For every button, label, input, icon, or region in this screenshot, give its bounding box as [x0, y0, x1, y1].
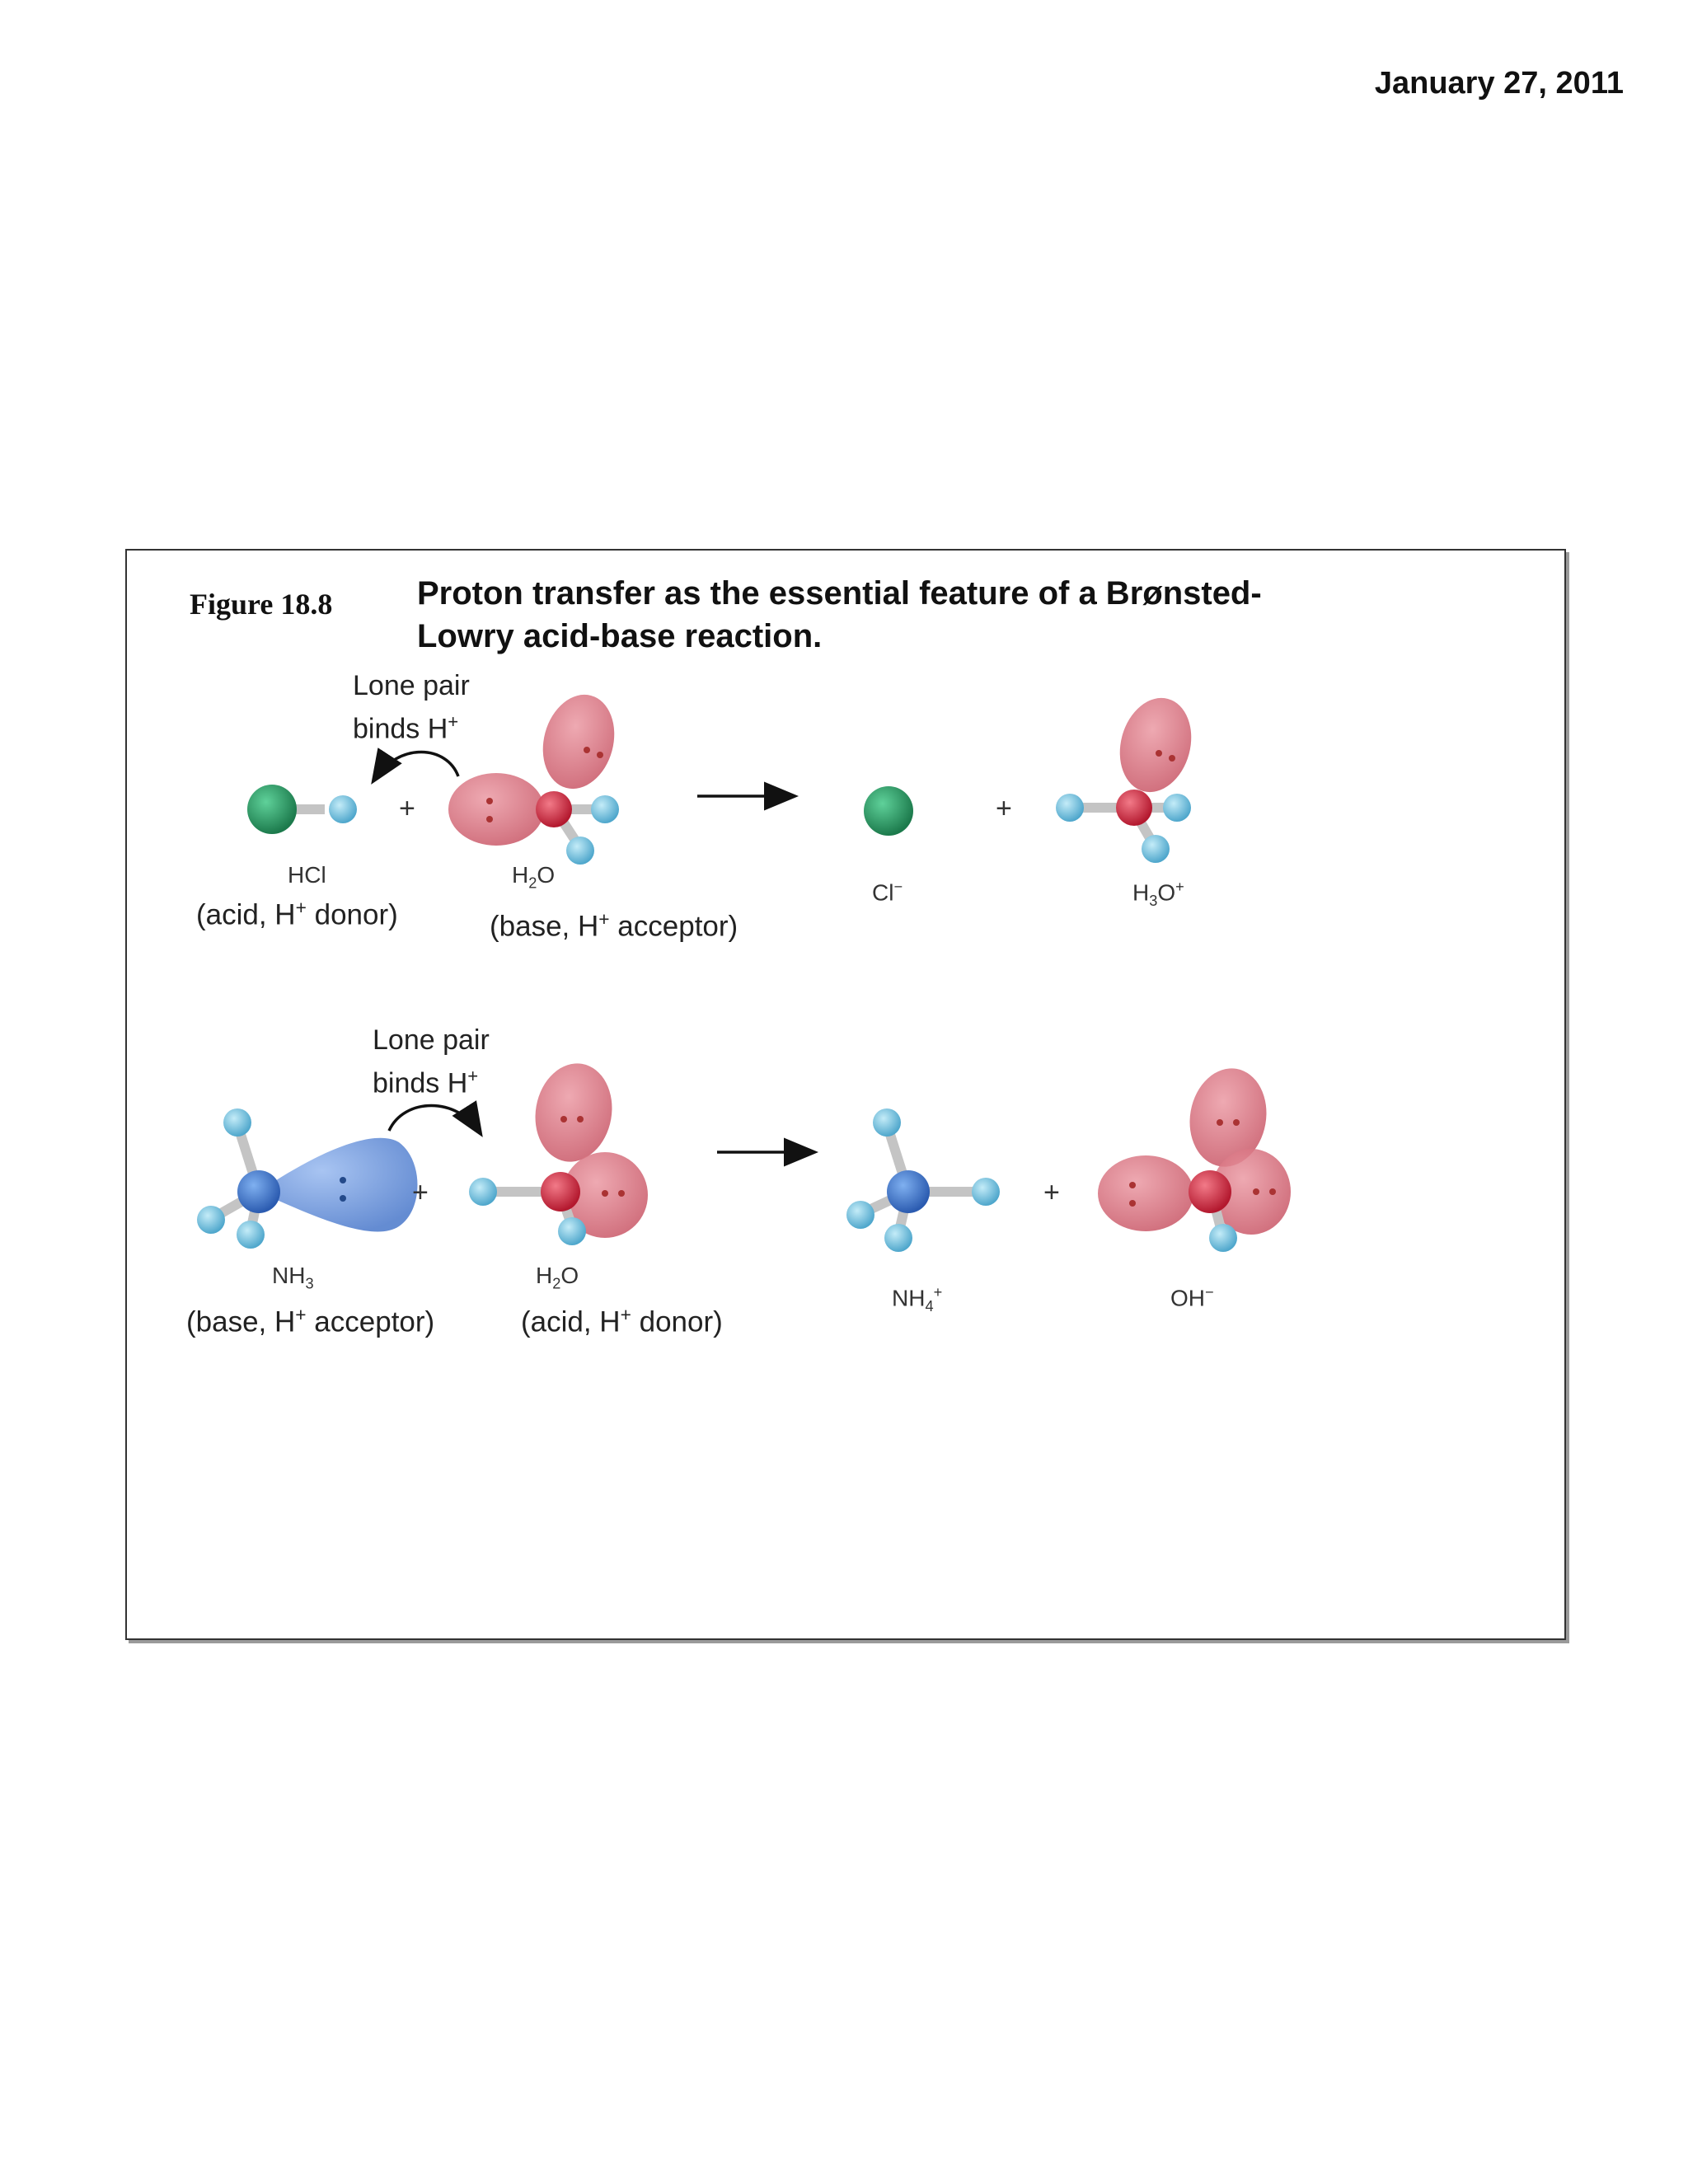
lone-pair-lobe	[448, 773, 544, 846]
figure-title-line-1: Proton transfer as the essential feature…	[417, 575, 1262, 612]
chloride-formula: Cl−	[872, 879, 903, 906]
hcl-role: (acid, H+ donor)	[196, 897, 398, 931]
hydroxide-ion	[1098, 1068, 1291, 1252]
water-base-role: (base, H+ acceptor)	[490, 908, 738, 943]
hydrogen-atom	[1163, 794, 1191, 822]
hydrogen-atom	[197, 1206, 225, 1234]
oxygen-atom	[536, 791, 572, 827]
lone-pair-note-line-2: binds H+	[373, 1066, 479, 1099]
water-base-formula: H2O	[512, 862, 556, 892]
document-date: January 27, 2011	[1374, 66, 1624, 101]
hydrogen-atom	[591, 795, 619, 823]
charge-superscript: +	[448, 711, 459, 732]
lone-pair-note: Lone pair binds H+	[353, 668, 470, 747]
ammonia-formula: NH3	[272, 1263, 314, 1292]
lone-pair-lobe	[535, 1063, 612, 1162]
lone-pair-note-line-1: Lone pair	[353, 670, 470, 701]
chloride-ion	[864, 786, 913, 836]
ammonium-formula: NH4+	[892, 1284, 943, 1315]
plus-sign: +	[1043, 1177, 1060, 1208]
hydronium-formula: H3O+	[1132, 879, 1184, 909]
lone-pair-lobe	[1098, 1155, 1193, 1231]
hydrogen-atom	[558, 1217, 586, 1245]
figure-frame: Figure 18.8 Proton transfer as the essen…	[125, 549, 1566, 1640]
lone-pair-lobe	[259, 1137, 418, 1232]
lone-pair-lobe	[1212, 1149, 1291, 1235]
nitrogen-atom	[887, 1170, 930, 1213]
figure-title: Proton transfer as the essential feature…	[417, 572, 1406, 658]
hydrogen-atom	[972, 1178, 1000, 1206]
lone-pair-lobe	[1189, 1068, 1267, 1167]
chlorine-atom	[247, 785, 297, 834]
water-molecule-base	[448, 694, 619, 865]
plus-sign: +	[996, 793, 1012, 824]
hydroxide-formula: OH−	[1170, 1284, 1214, 1311]
oxygen-atom	[1189, 1170, 1231, 1213]
nitrogen-atom	[237, 1170, 280, 1213]
hydrogen-atom	[223, 1108, 251, 1137]
hcl-formula: HCl	[288, 862, 326, 888]
ammonium-ion	[846, 1108, 1000, 1252]
water-acid-role: (acid, H+ donor)	[521, 1304, 723, 1338]
ammonia-molecule	[197, 1108, 418, 1249]
hydronium-ion	[1056, 697, 1192, 863]
figure-artwork	[197, 694, 1291, 1252]
hydrogen-atom	[1142, 835, 1170, 863]
curved-arrow-icon	[371, 748, 460, 785]
hydrogen-atom	[329, 795, 357, 823]
hydrogen-atom	[1209, 1224, 1237, 1252]
hydrogen-atom	[566, 837, 594, 865]
hcl-molecule	[247, 785, 357, 834]
plus-sign: +	[412, 1177, 429, 1208]
hydrogen-atom	[846, 1201, 874, 1229]
hydrogen-atom	[873, 1108, 901, 1137]
plus-sign: +	[399, 793, 415, 824]
water-acid-formula: H2O	[536, 1263, 579, 1292]
lone-pair-note-line-1: Lone pair	[373, 1024, 490, 1056]
oxygen-atom	[1116, 790, 1152, 826]
figure-title-line-2: Lowry acid-base reaction.	[417, 618, 823, 654]
oxygen-atom	[541, 1172, 580, 1212]
lone-pair-note-line-2: binds H+	[353, 711, 459, 745]
hydrogen-atom	[1056, 794, 1084, 822]
lone-pair-note: Lone pair binds H+	[373, 1022, 490, 1101]
figure-label: Figure 18.8	[190, 588, 333, 621]
water-molecule-acid	[469, 1063, 648, 1245]
curved-arrow-icon	[387, 1100, 483, 1137]
ammonia-role: (base, H+ acceptor)	[186, 1304, 435, 1338]
hydrogen-atom	[884, 1224, 912, 1252]
hydrogen-atom	[469, 1178, 497, 1206]
hydrogen-atom	[237, 1221, 265, 1249]
charge-superscript: +	[467, 1066, 479, 1086]
lone-pair-lobe	[1119, 697, 1192, 793]
lone-pair-lobe	[542, 694, 615, 790]
